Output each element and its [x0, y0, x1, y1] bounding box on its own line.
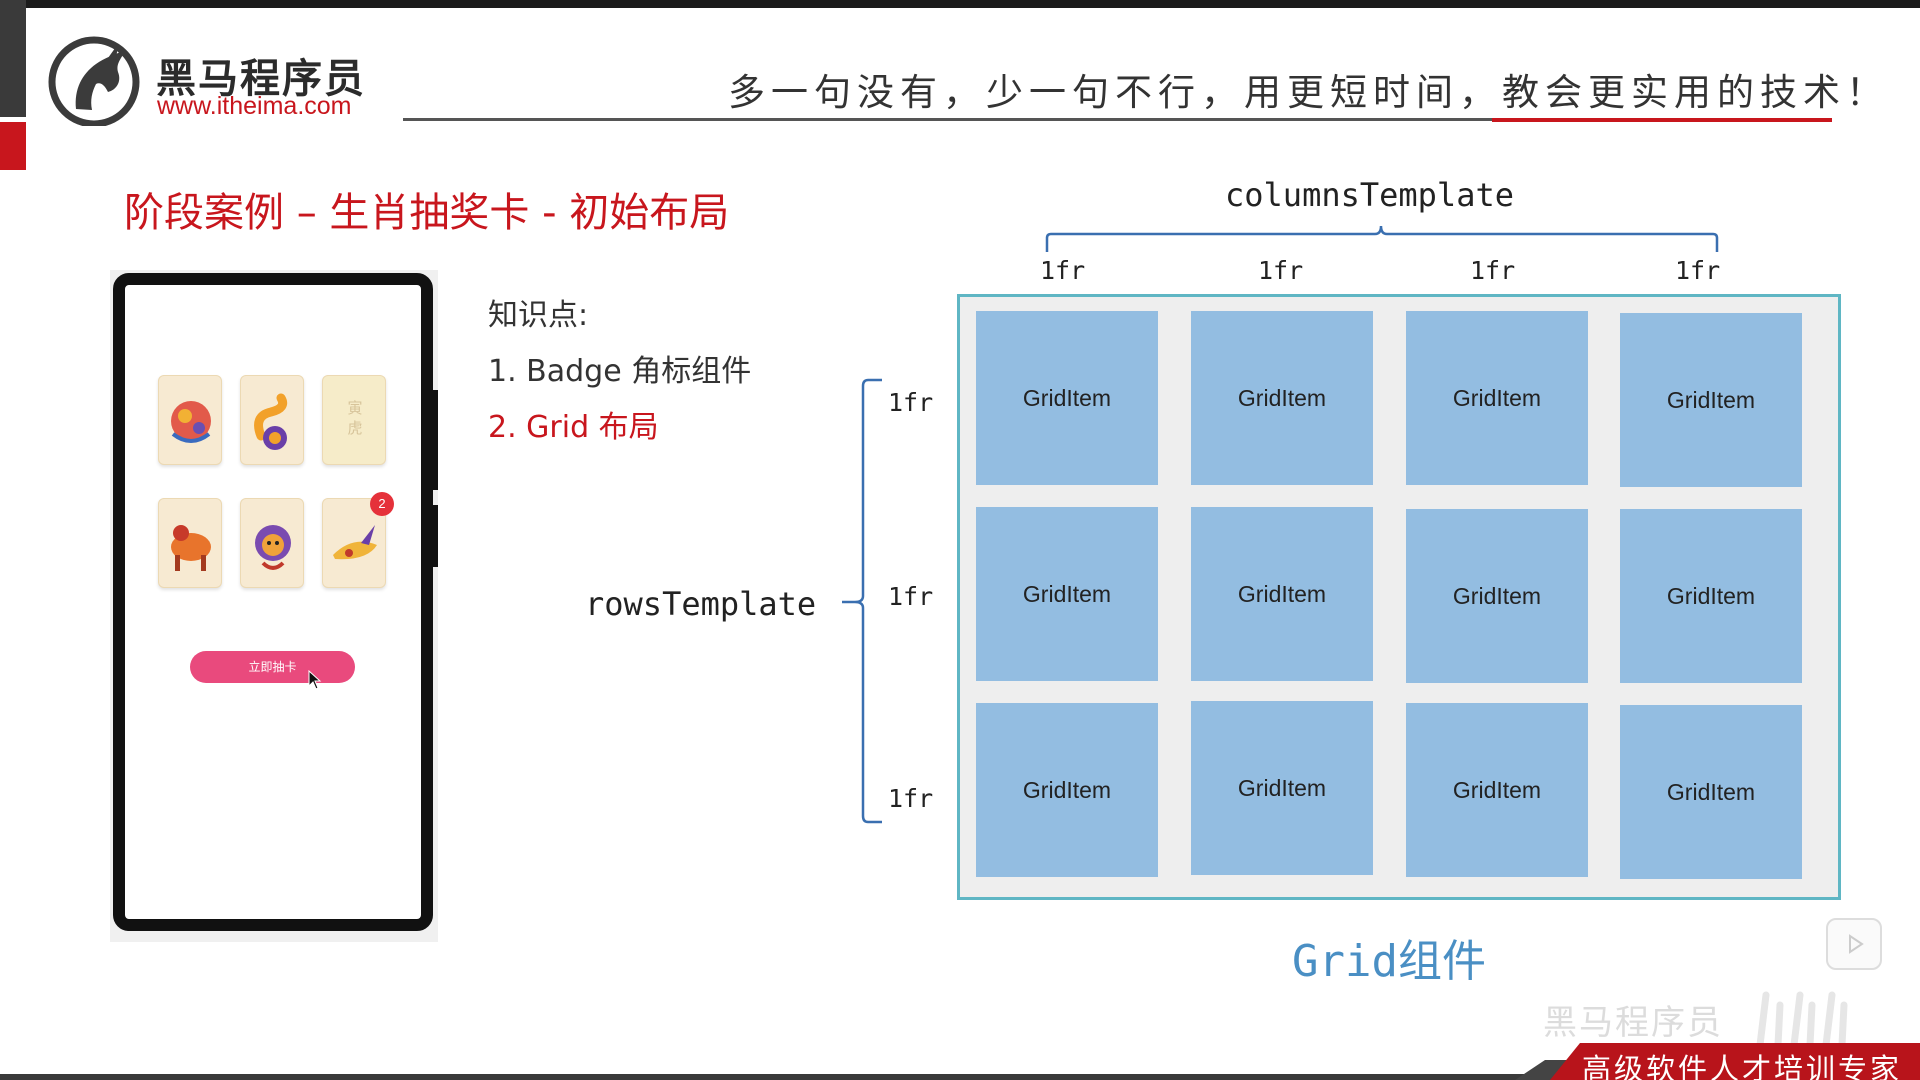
- grid-item: GridItem: [976, 311, 1158, 485]
- slogan: 多一句没有，少一句不行，用更短时间，教会更实用的技术！: [728, 71, 1889, 114]
- top-bar: [0, 0, 1920, 8]
- knowledge-item-badge: 1. Badge 角标组件: [488, 354, 752, 389]
- grid-item: GridItem: [1406, 509, 1588, 683]
- mouse-cursor-icon: [308, 670, 322, 690]
- grid-item: GridItem: [1191, 701, 1373, 875]
- phone-side-button: [432, 505, 438, 567]
- grid-item: GridItem: [976, 507, 1158, 681]
- left-dark-block: [0, 0, 26, 117]
- snake-icon: [254, 393, 288, 450]
- row-fr-label: 1fr: [888, 582, 934, 611]
- zodiac-card-monkey[interactable]: [240, 498, 304, 588]
- logo-url: www.itheima.com: [157, 92, 352, 120]
- column-fr-label: 1fr: [1040, 256, 1086, 285]
- grid-item: GridItem: [1620, 705, 1802, 879]
- horse-icon: [171, 525, 211, 571]
- column-fr-label: 1fr: [1675, 256, 1721, 285]
- zodiac-card-snake[interactable]: [240, 375, 304, 465]
- zodiac-card-tiger[interactable]: 寅虎: [322, 375, 386, 465]
- page-title: 阶段案例 – 生肖抽奖卡 - 初始布局: [124, 190, 730, 236]
- card-text: 寅虎: [347, 399, 363, 437]
- knowledge-item-grid: 2. Grid 布局: [488, 410, 659, 445]
- rabbit-icon: [333, 525, 377, 560]
- left-red-block: [0, 122, 26, 170]
- knowledge-label: 知识点:: [488, 298, 589, 333]
- columns-brace: [1045, 225, 1719, 252]
- draw-card-button[interactable]: 立即抽卡: [190, 651, 355, 683]
- play-icon: [1849, 934, 1864, 954]
- column-fr-label: 1fr: [1258, 256, 1304, 285]
- grid-item: GridItem: [976, 703, 1158, 877]
- zodiac-card-horse[interactable]: [158, 498, 222, 588]
- footer-bar: [0, 1074, 1920, 1080]
- row-fr-label: 1fr: [888, 388, 934, 417]
- rows-template-label: rowsTemplate: [585, 585, 817, 623]
- grid-item: GridItem: [1620, 313, 1802, 487]
- rows-brace: [854, 378, 882, 824]
- grid-caption: Grid组件: [1292, 936, 1486, 987]
- grid-container: GridItem GridItem GridItem GridItem Grid…: [957, 294, 1841, 900]
- grid-item: GridItem: [1620, 509, 1802, 683]
- header-divider: [403, 118, 1492, 121]
- monkey-icon: [255, 525, 291, 570]
- phone-side-button: [432, 390, 438, 490]
- grid-item: GridItem: [1406, 311, 1588, 485]
- watermark-text: 黑马程序员: [1543, 1003, 1723, 1043]
- grid-item: GridItem: [1406, 703, 1588, 877]
- grid-item: GridItem: [1191, 507, 1373, 681]
- phone-frame: [113, 273, 433, 931]
- logo-text: 黑马程序员: [156, 56, 366, 102]
- dragon-icon: [171, 401, 211, 443]
- horse-logo-icon: [48, 36, 140, 126]
- footer-red-band: [1550, 1043, 1920, 1080]
- bilibili-watermark-icon: [1756, 991, 1848, 1049]
- grid-item: GridItem: [1191, 311, 1373, 485]
- footer-tagline: 高级软件人才培训专家: [1582, 1052, 1903, 1080]
- row-fr-label: 1fr: [888, 784, 934, 813]
- header-divider-accent: [1492, 118, 1832, 122]
- badge-count: 2: [370, 492, 394, 516]
- play-button[interactable]: [1826, 918, 1882, 970]
- column-fr-label: 1fr: [1470, 256, 1516, 285]
- columns-template-label: columnsTemplate: [1225, 176, 1514, 214]
- zodiac-card-dragon[interactable]: [158, 375, 222, 465]
